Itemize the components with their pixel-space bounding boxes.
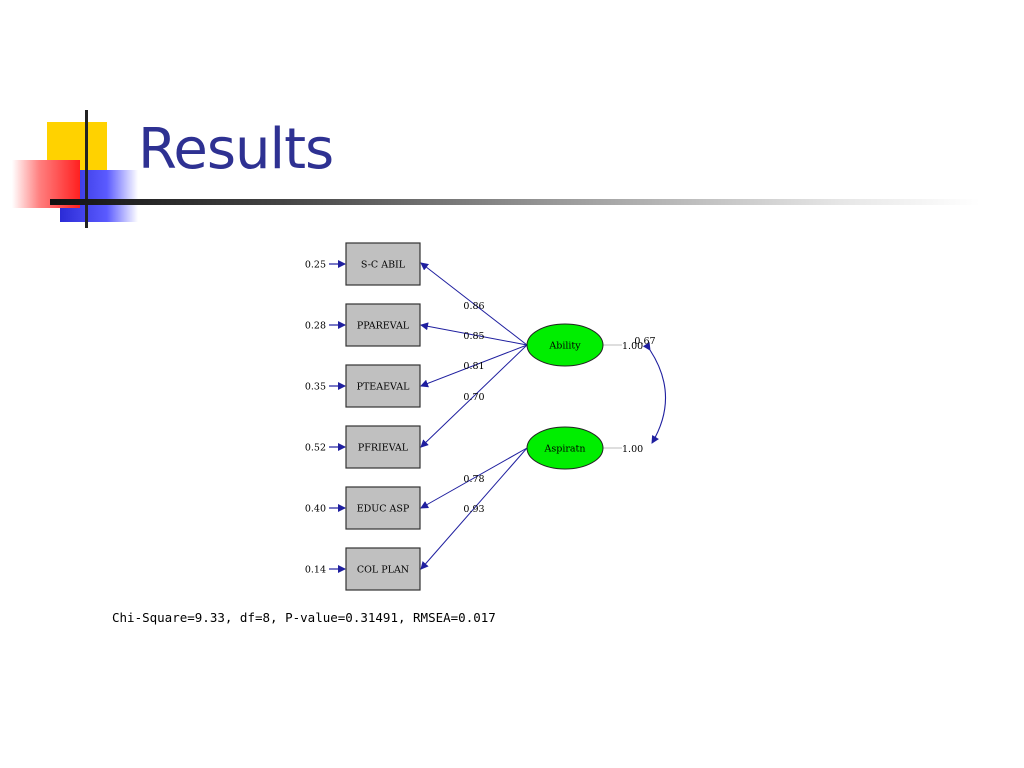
observed-variable-box	[345, 303, 421, 347]
latent-variable-node	[526, 426, 604, 470]
latent-variable-label: Aspiratn	[544, 444, 586, 455]
loading-label: 0.86	[463, 301, 484, 312]
observed-variable-label: PTEAEVAL	[357, 382, 411, 393]
loading-arrow	[420, 447, 528, 570]
latent-variance-label: 1.00	[622, 341, 643, 352]
observed-variable-label: EDUC ASP	[357, 504, 410, 515]
observed-variable-label: COL PLAN	[357, 565, 409, 576]
observed-variable-box	[345, 425, 421, 469]
latent-variance-label: 1.00	[622, 444, 643, 455]
observed-variable-box	[345, 364, 421, 408]
observed-variable-box	[345, 486, 421, 530]
loading-arrow	[420, 344, 528, 448]
loading-label: 0.70	[463, 392, 484, 403]
loading-label: 0.85	[463, 331, 484, 342]
loading-label: 0.81	[463, 361, 484, 372]
loading-arrow	[420, 322, 528, 346]
loading-arrow	[420, 344, 528, 388]
loading-label: 0.93	[463, 504, 484, 515]
page-title: Results	[138, 117, 334, 182]
loading-label: 0.78	[463, 474, 484, 485]
observed-variable-label: PPAREVAL	[357, 321, 410, 332]
error-variance-label: 0.25	[305, 260, 326, 271]
error-variance-label: 0.14	[305, 565, 326, 576]
latent-variable-label: Ability	[548, 341, 581, 352]
loading-arrow	[420, 262, 528, 346]
error-variance-label: 0.52	[305, 443, 326, 454]
error-variance-label: 0.35	[305, 382, 326, 393]
correlation-arrow	[642, 341, 667, 444]
observed-variable-label: PFRIEVAL	[358, 443, 409, 454]
error-variance-label: 0.28	[305, 321, 326, 332]
observed-variable-box	[345, 547, 421, 591]
title-divider	[50, 199, 980, 205]
observed-variable-box	[345, 242, 421, 286]
latent-variable-node	[526, 323, 604, 367]
correlation-label: 0.67	[634, 336, 655, 347]
error-variance-label: 0.40	[305, 504, 326, 515]
fit-statistics: Chi-Square=9.33, df=8, P-value=0.31491, …	[112, 610, 496, 625]
observed-variable-label: S-C ABIL	[361, 260, 406, 271]
loading-arrow	[420, 447, 528, 509]
logo-decoration	[0, 100, 150, 230]
